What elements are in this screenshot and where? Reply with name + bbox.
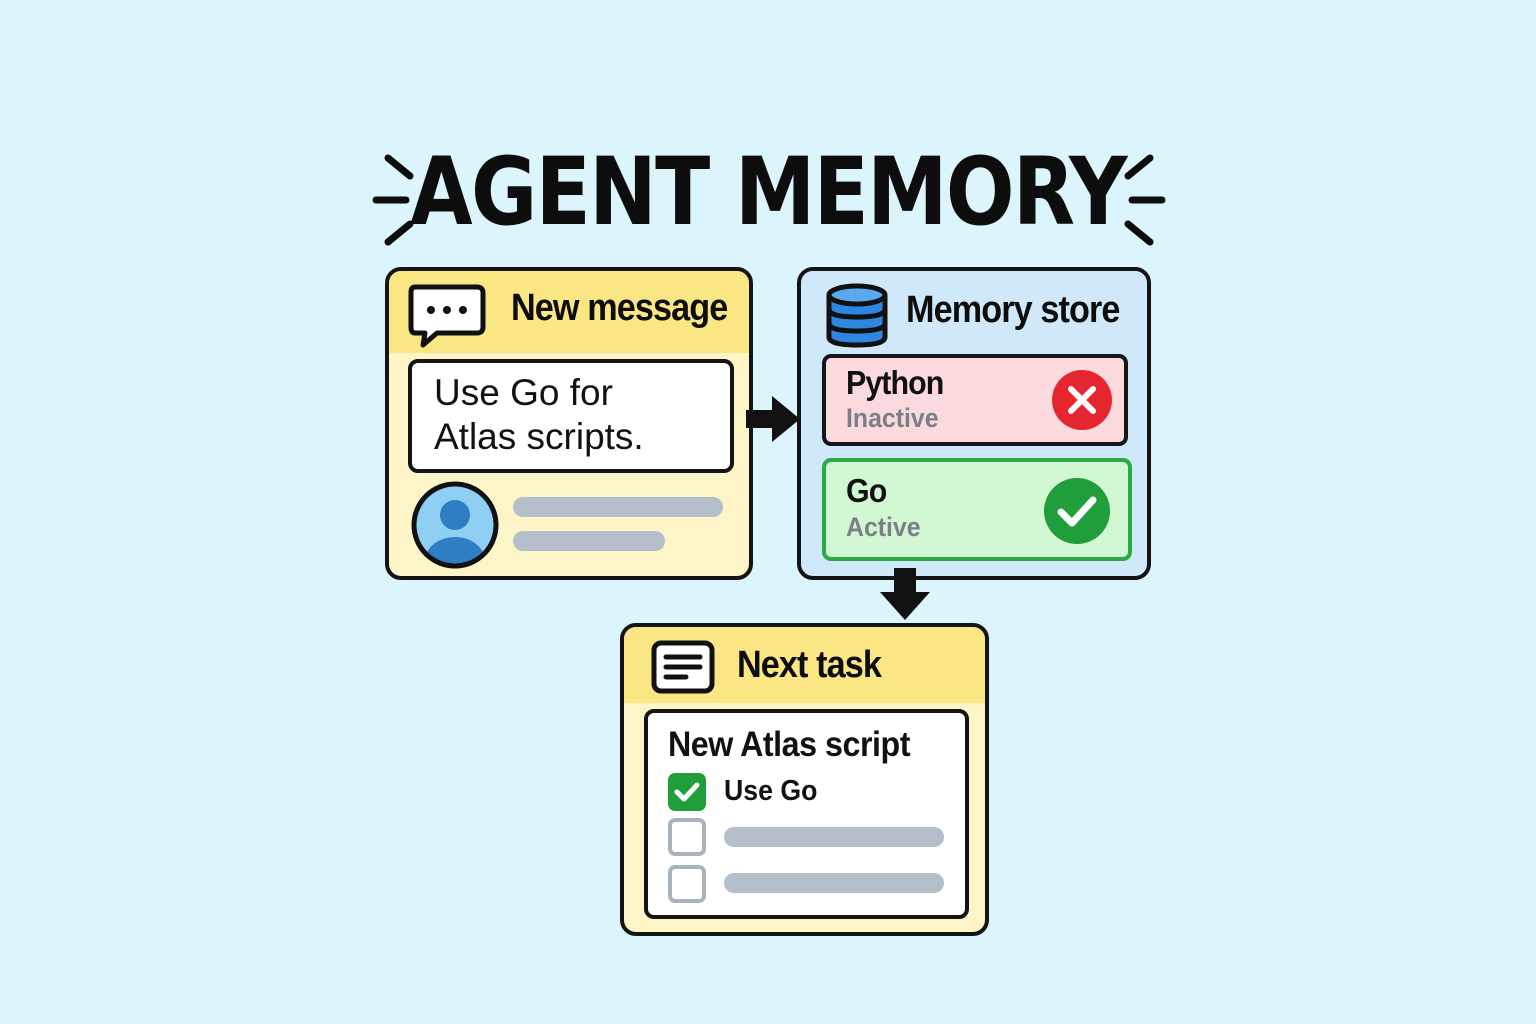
placeholder-line: [724, 827, 944, 847]
task-card: New Atlas script Use Go: [644, 709, 969, 919]
chat-bubble-icon: [408, 284, 486, 348]
message-text: Use Go for Atlas scripts.: [434, 372, 644, 457]
memory-entry-status: Inactive: [846, 403, 939, 433]
memory-store-header: Memory store: [801, 271, 1147, 351]
new-message-title: New message: [511, 287, 728, 329]
memory-entry-status: Active: [846, 512, 921, 542]
arrow-down-icon: [880, 568, 930, 620]
right-burst-icon: [1124, 154, 1166, 246]
memory-entry-python: Python Inactive: [822, 354, 1128, 446]
task-heading: New Atlas script: [668, 725, 910, 764]
checkmark-icon: [674, 782, 700, 802]
memory-entry-go: Go Active: [822, 458, 1132, 561]
arrow-right-icon: [746, 396, 800, 442]
next-task-title: Next task: [737, 644, 882, 686]
next-task-panel: Next task New Atlas script Use Go: [620, 623, 989, 936]
task-checkbox-checked[interactable]: [668, 773, 706, 811]
x-circle-icon: [1052, 370, 1112, 430]
placeholder-line: [513, 497, 723, 517]
memory-entry-name: Go: [846, 472, 887, 509]
task-checkbox-unchecked[interactable]: [668, 818, 706, 856]
placeholder-line: [513, 531, 665, 551]
message-card: Use Go for Atlas scripts.: [408, 359, 734, 473]
new-message-panel: New message Use Go for Atlas scripts.: [385, 267, 753, 580]
memory-store-title: Memory store: [906, 289, 1120, 331]
placeholder-line: [724, 873, 944, 893]
user-avatar-icon: [411, 481, 499, 569]
database-icon: [826, 283, 888, 348]
document-icon: [651, 640, 715, 694]
new-message-header: New message: [389, 271, 749, 353]
memory-store-panel: Memory store Python Inactive Go Active: [797, 267, 1151, 580]
task-item-label: Use Go: [724, 775, 818, 807]
page-title: AGENT MEMORY: [410, 138, 1127, 247]
task-checkbox-unchecked[interactable]: [668, 865, 706, 903]
memory-entry-name: Python: [846, 364, 944, 401]
next-task-header: Next task: [624, 627, 985, 703]
left-burst-icon: [372, 154, 414, 246]
check-circle-icon: [1044, 478, 1110, 544]
